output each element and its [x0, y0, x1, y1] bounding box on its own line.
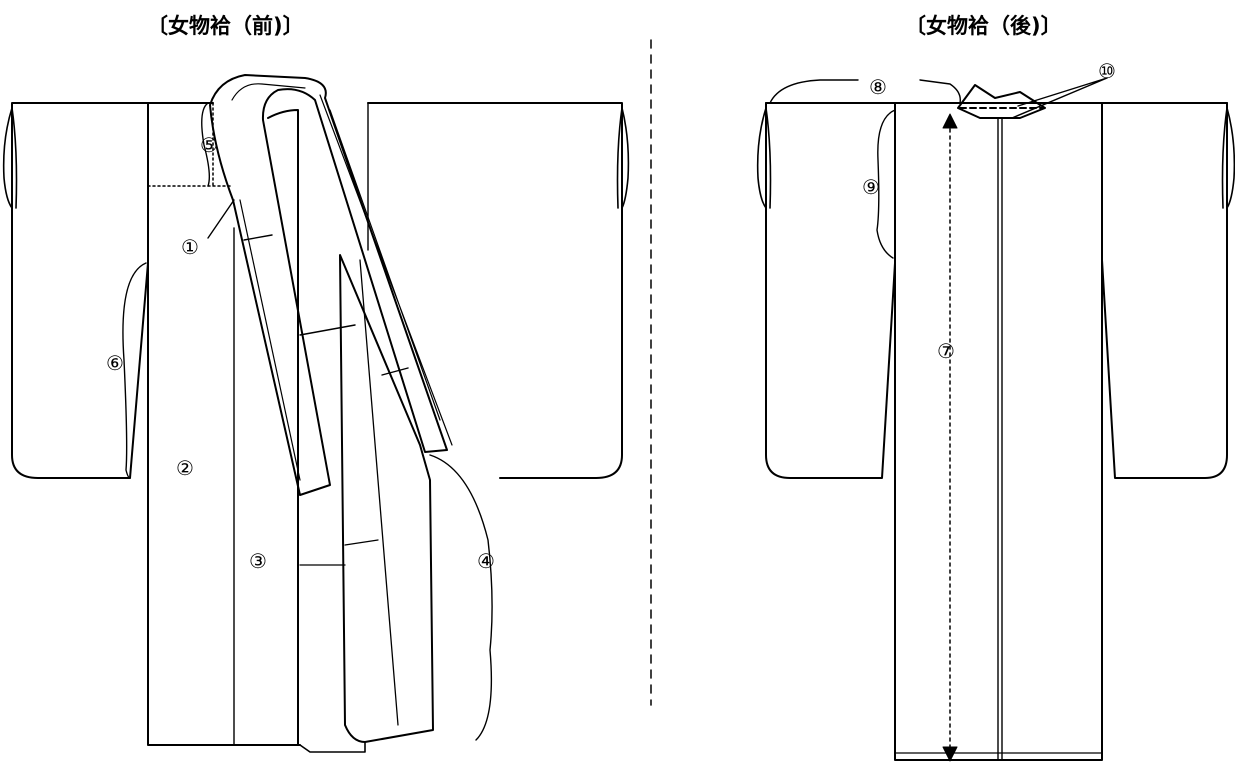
back-right-sleeve — [1101, 102, 1228, 479]
front-right-sleeve — [499, 102, 623, 479]
back-view-title: 〔女物袷（後)〕 — [905, 14, 1062, 38]
back-bracket-9 — [876, 109, 896, 259]
back-kimono — [756, 77, 1235, 762]
front-bracket-4 — [429, 454, 493, 741]
back-bracket-8 — [769, 79, 961, 104]
front-collar — [209, 74, 448, 496]
back-leader-10 — [1011, 77, 1108, 119]
front-dotted-guide — [147, 102, 233, 187]
back-collar — [957, 84, 1046, 119]
back-arrow-bottom — [942, 746, 958, 762]
front-body-left-edge — [147, 102, 301, 746]
front-overlap-panel — [339, 254, 434, 743]
front-view-title: 〔女物袷（前)〕 — [147, 14, 304, 38]
back-center-seam — [997, 117, 1003, 761]
front-hem-fold — [299, 741, 366, 753]
label-8: ⑧ — [869, 75, 887, 99]
label-6: ⑥ — [106, 351, 124, 375]
front-right-sleeve-cuff — [616, 107, 630, 209]
back-right-sleeve-cuff — [1221, 107, 1235, 209]
back-arrow-top — [942, 113, 958, 129]
back-left-sleeve-cuff — [756, 107, 772, 209]
label-5: ⑤ — [200, 133, 218, 157]
front-collar-inner — [231, 83, 306, 481]
front-right-panel — [267, 109, 299, 746]
front-left-sleeve — [11, 102, 149, 479]
label-3: ③ — [249, 549, 267, 573]
front-bracket-6 — [122, 262, 147, 479]
front-collar-band-lines — [319, 94, 453, 446]
label-1: ① — [181, 235, 199, 259]
label-10: ⑩ — [1098, 59, 1116, 83]
label-2: ② — [176, 456, 194, 480]
front-left-sleeve-cuff — [2, 107, 18, 209]
front-bracket-5 — [201, 102, 211, 187]
front-leader-1 — [207, 199, 235, 239]
back-left-sleeve — [765, 102, 896, 479]
label-7: ⑦ — [937, 339, 955, 363]
front-overlap-inner — [299, 259, 399, 726]
label-4: ④ — [477, 549, 495, 573]
front-collar-segments — [243, 234, 409, 376]
label-9: ⑨ — [862, 175, 880, 199]
front-kimono — [2, 74, 630, 753]
